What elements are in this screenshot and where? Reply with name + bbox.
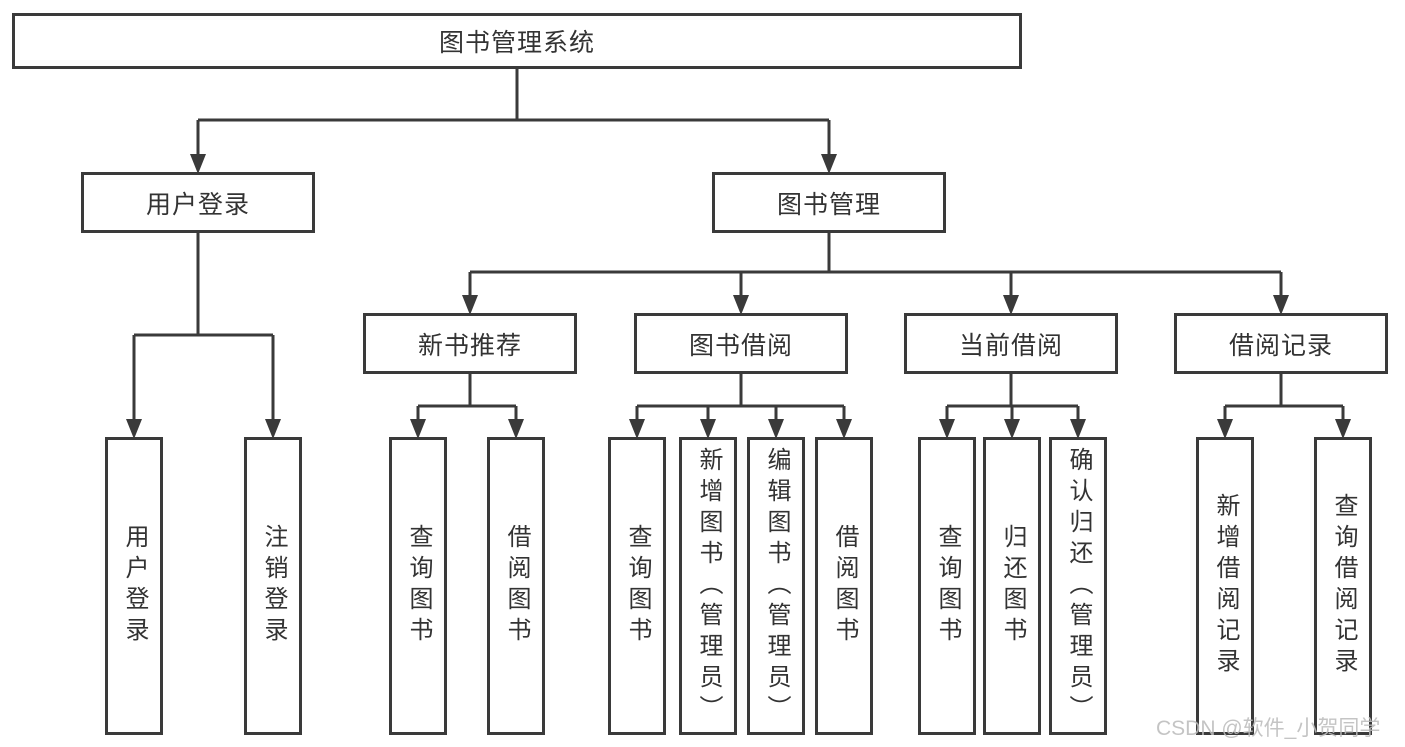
leaf-return-book: 归还图书	[983, 437, 1041, 735]
arrowhead-icon	[629, 419, 645, 439]
leaf-borrow-book-label: 借阅图书	[831, 524, 858, 648]
arrowhead-icon	[821, 154, 837, 174]
leaf-search-borrow-record-label: 查询借阅记录	[1330, 493, 1357, 679]
arrowhead-icon	[1070, 419, 1086, 439]
node-library-system: 图书管理系统	[12, 13, 1022, 69]
connector-book-management-sections	[462, 233, 1289, 315]
leaf-logout: 注销登录	[244, 437, 302, 735]
arrowhead-icon	[1273, 295, 1289, 315]
arrowhead-icon	[1335, 419, 1351, 439]
node-current-borrow: 当前借阅	[904, 313, 1118, 374]
arrowhead-icon	[1217, 419, 1233, 439]
arrowhead-icon	[508, 419, 524, 439]
connector-new-book-children	[410, 374, 524, 439]
node-library-system-label: 图书管理系统	[438, 29, 595, 57]
leaf-edit-book-admin: 编辑图书（管理员）	[747, 437, 805, 735]
leaf-logout-label: 注销登录	[260, 524, 287, 648]
arrowhead-icon	[768, 419, 784, 439]
arrowhead-icon	[733, 295, 749, 315]
arrowhead-icon	[836, 419, 852, 439]
node-book-borrow: 图书借阅	[634, 313, 848, 374]
leaf-confirm-return-admin-label: 确认归还（管理员）	[1065, 446, 1092, 726]
node-new-book-recommend-label: 新书推荐	[417, 331, 522, 360]
connector-root-to-branches	[190, 68, 837, 174]
node-book-borrow-label: 图书借阅	[688, 331, 793, 360]
leaf-borrow-book: 借阅图书	[487, 437, 545, 735]
leaf-user-login-label: 用户登录	[121, 524, 148, 648]
node-user-login-label: 用户登录	[145, 190, 250, 219]
arrowhead-icon	[410, 419, 426, 439]
arrowhead-icon	[190, 154, 206, 174]
arrowhead-icon	[1004, 419, 1020, 439]
connector-current-borrow-children	[939, 374, 1086, 439]
node-book-management: 图书管理	[712, 172, 946, 233]
connector-book-borrow-children	[629, 374, 852, 439]
connector-borrow-records-children	[1217, 374, 1351, 439]
node-current-borrow-label: 当前借阅	[958, 331, 1063, 360]
node-book-management-label: 图书管理	[776, 190, 881, 219]
node-new-book-recommend: 新书推荐	[363, 313, 577, 374]
arrowhead-icon	[462, 295, 478, 315]
arrowhead-icon	[1003, 295, 1019, 315]
leaf-add-borrow-record: 新增借阅记录	[1196, 437, 1254, 735]
leaf-search-book-label: 查询图书	[934, 524, 961, 648]
leaf-user-login: 用户登录	[105, 437, 163, 735]
node-borrow-records-label: 借阅记录	[1228, 331, 1333, 360]
leaf-edit-book-admin-label: 编辑图书（管理员）	[763, 446, 790, 726]
leaf-borrow-book-label: 借阅图书	[503, 524, 530, 648]
leaf-add-borrow-record-label: 新增借阅记录	[1212, 493, 1239, 679]
leaf-search-book-label: 查询图书	[624, 524, 651, 648]
node-user-login: 用户登录	[81, 172, 315, 233]
leaf-add-book-admin-label: 新增图书（管理员）	[695, 446, 722, 726]
leaf-confirm-return-admin: 确认归还（管理员）	[1049, 437, 1107, 735]
arrowhead-icon	[700, 419, 716, 439]
node-borrow-records: 借阅记录	[1174, 313, 1388, 374]
leaf-add-book-admin: 新增图书（管理员）	[679, 437, 737, 735]
leaf-return-book-label: 归还图书	[999, 524, 1026, 648]
arrowhead-icon	[939, 419, 955, 439]
leaf-search-book: 查询图书	[608, 437, 666, 735]
arrowhead-icon	[126, 419, 142, 439]
arrowhead-icon	[265, 419, 281, 439]
leaf-search-book: 查询图书	[918, 437, 976, 735]
csdn-watermark: CSDN @软件_小贺同学	[1156, 717, 1381, 740]
leaf-search-borrow-record: 查询借阅记录	[1314, 437, 1372, 735]
leaf-search-book: 查询图书	[389, 437, 447, 735]
connector-user-login-children	[126, 233, 281, 439]
leaf-search-book-label: 查询图书	[405, 524, 432, 648]
leaf-borrow-book: 借阅图书	[815, 437, 873, 735]
